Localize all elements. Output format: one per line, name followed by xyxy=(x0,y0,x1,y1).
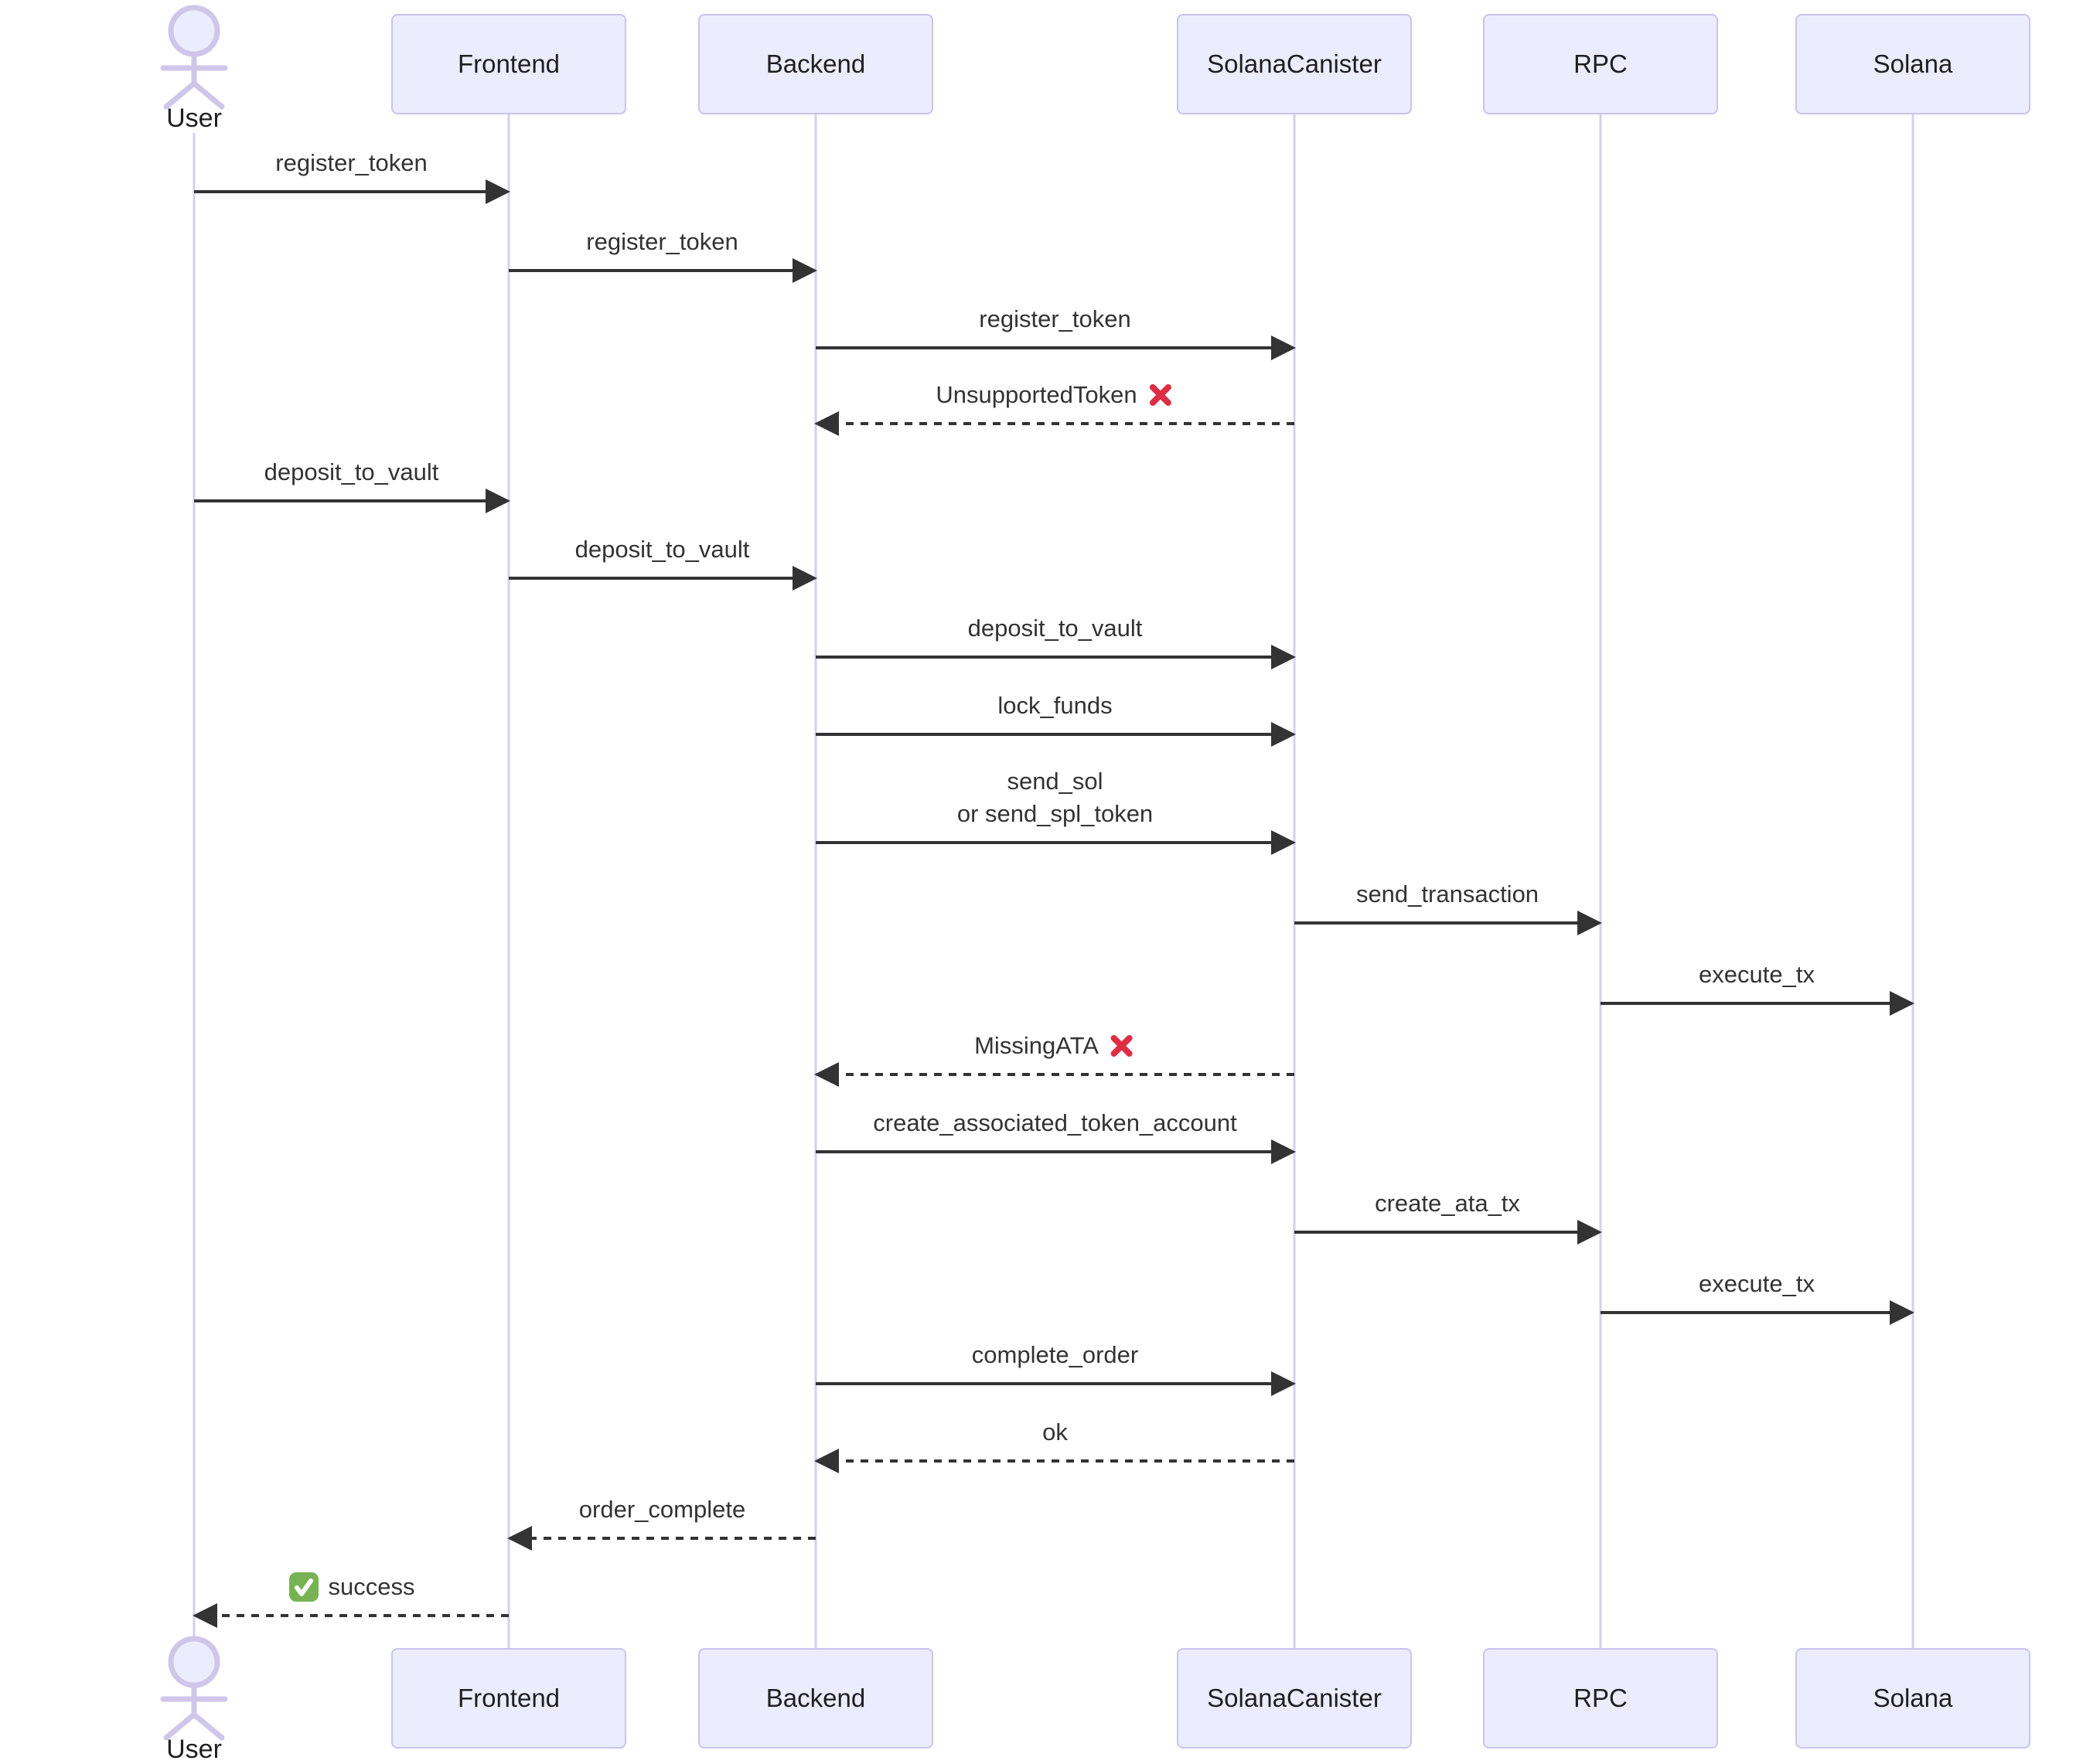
actor-figure-top-user xyxy=(160,5,228,110)
actor-figure-bottom-user xyxy=(160,1636,228,1741)
